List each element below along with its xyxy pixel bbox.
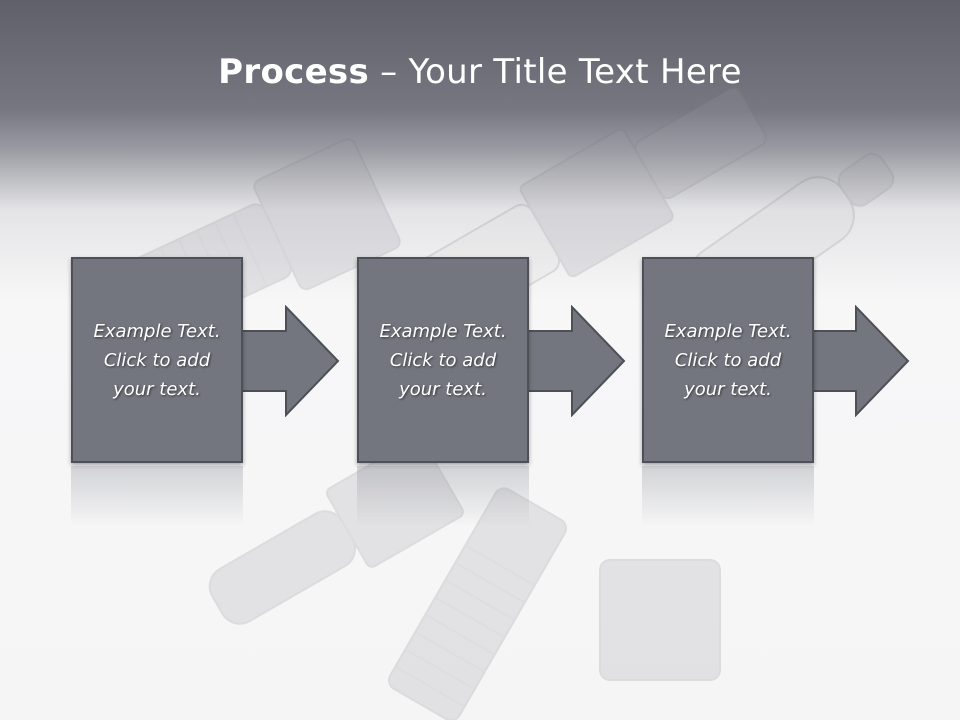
- step-text: Example Text. Click to add your text.: [379, 317, 506, 404]
- step-text-line: your text.: [684, 378, 772, 400]
- title-rest: – Your Title Text Here: [369, 52, 742, 92]
- step-text: Example Text. Click to add your text.: [664, 317, 791, 404]
- arrow-right-icon: [809, 305, 910, 417]
- step-text-line: Click to add: [674, 349, 782, 371]
- step-text-line: Click to add: [103, 349, 211, 371]
- step-text-line: your text.: [399, 378, 487, 400]
- step-text-line: your text.: [113, 378, 201, 400]
- step-box-3[interactable]: Example Text. Click to add your text.: [642, 257, 814, 463]
- step-text-line: Example Text.: [93, 320, 221, 342]
- step-reflection: [642, 466, 814, 526]
- arrow-right-icon: [525, 305, 626, 417]
- step-text-line: Example Text.: [379, 320, 507, 342]
- step-reflection: [357, 466, 529, 526]
- step-box-1[interactable]: Example Text. Click to add your text.: [71, 257, 243, 463]
- arrow-right-icon: [239, 305, 340, 417]
- step-text-line: Click to add: [389, 349, 497, 371]
- step-text: Example Text. Click to add your text.: [93, 317, 220, 404]
- title-strong: Process: [218, 52, 370, 92]
- slide-title[interactable]: Process – Your Title Text Here: [0, 52, 960, 92]
- step-reflection: [71, 466, 243, 526]
- step-box-2[interactable]: Example Text. Click to add your text.: [357, 257, 529, 463]
- step-text-line: Example Text.: [664, 320, 792, 342]
